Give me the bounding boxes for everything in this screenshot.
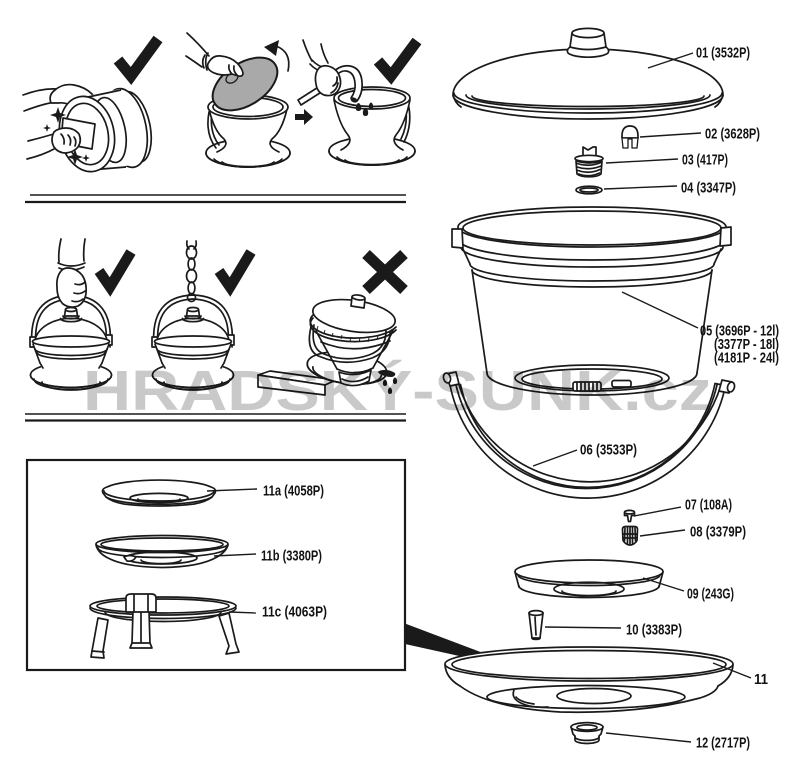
svg-text:10 (3383P): 10 (3383P) xyxy=(626,622,682,639)
svg-text:12 (2717P): 12 (2717P) xyxy=(696,735,750,752)
svg-text:07 (108A): 07 (108A) xyxy=(685,497,732,514)
svg-text:08 (3379P): 08 (3379P) xyxy=(690,524,746,541)
svg-text:HRADSKÝ-SUNK.cz: HRADSKÝ-SUNK.cz xyxy=(83,358,712,423)
svg-text:(4181P - 24l): (4181P - 24l) xyxy=(714,350,779,367)
svg-text:06 (3533P): 06 (3533P) xyxy=(580,442,637,459)
svg-text:01 (3532P): 01 (3532P) xyxy=(696,45,750,62)
svg-text:02 (3628P): 02 (3628P) xyxy=(705,126,760,143)
svg-text:11: 11 xyxy=(754,671,768,688)
svg-text:11b (3380P): 11b (3380P) xyxy=(261,548,322,565)
svg-text:04 (3347P): 04 (3347P) xyxy=(681,180,736,197)
svg-text:11c (4063P): 11c (4063P) xyxy=(262,604,327,621)
svg-text:09 (243G): 09 (243G) xyxy=(687,586,734,603)
svg-text:(3377P - 18l): (3377P - 18l) xyxy=(714,336,779,353)
svg-text:03 (417P): 03 (417P) xyxy=(682,152,728,169)
svg-text:05 (3696P - 12l): 05 (3696P - 12l) xyxy=(700,323,779,340)
svg-text:11a (4058P): 11a (4058P) xyxy=(263,483,324,500)
